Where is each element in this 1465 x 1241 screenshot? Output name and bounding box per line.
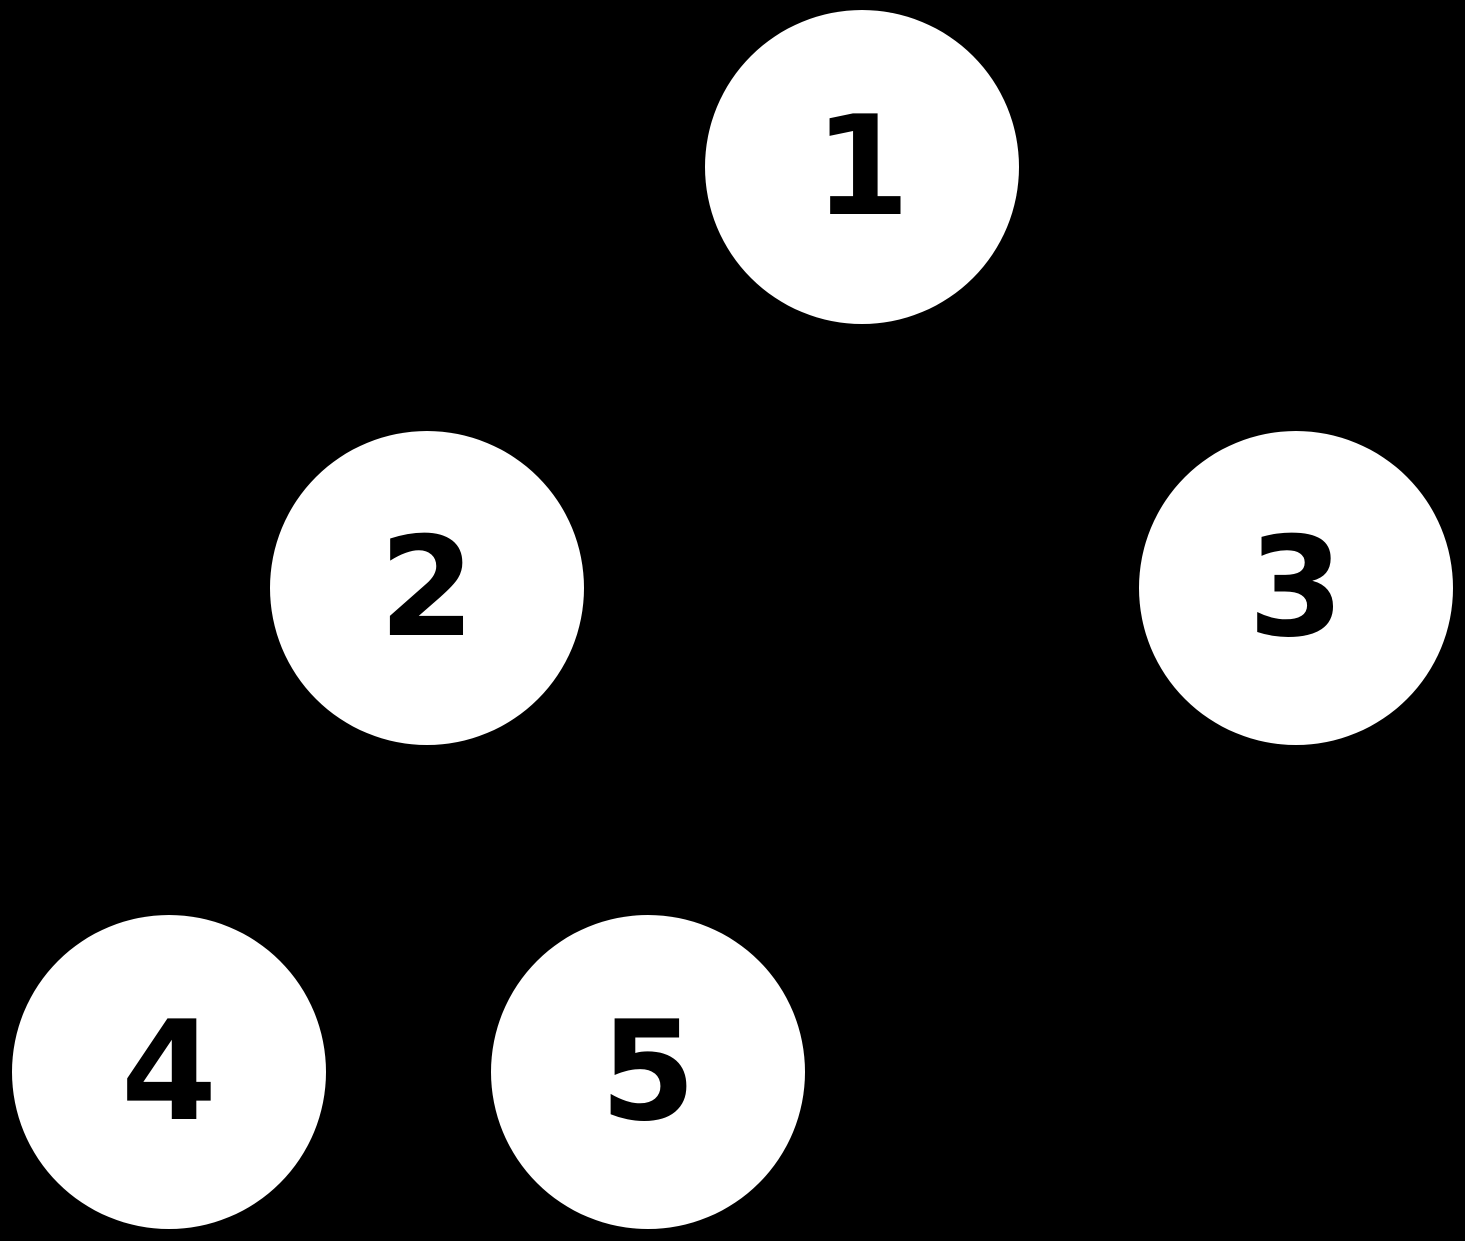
node-label: 1: [813, 86, 911, 247]
graph-node-2: 2: [270, 431, 584, 745]
node-label: 2: [378, 507, 476, 668]
node-label: 4: [120, 991, 218, 1152]
graph-node-1: 1: [705, 10, 1019, 324]
graph-node-5: 5: [491, 915, 805, 1229]
node-label: 5: [599, 991, 697, 1152]
node-label: 3: [1247, 507, 1345, 668]
graph-node-4: 4: [12, 915, 326, 1229]
graph-node-3: 3: [1139, 431, 1453, 745]
